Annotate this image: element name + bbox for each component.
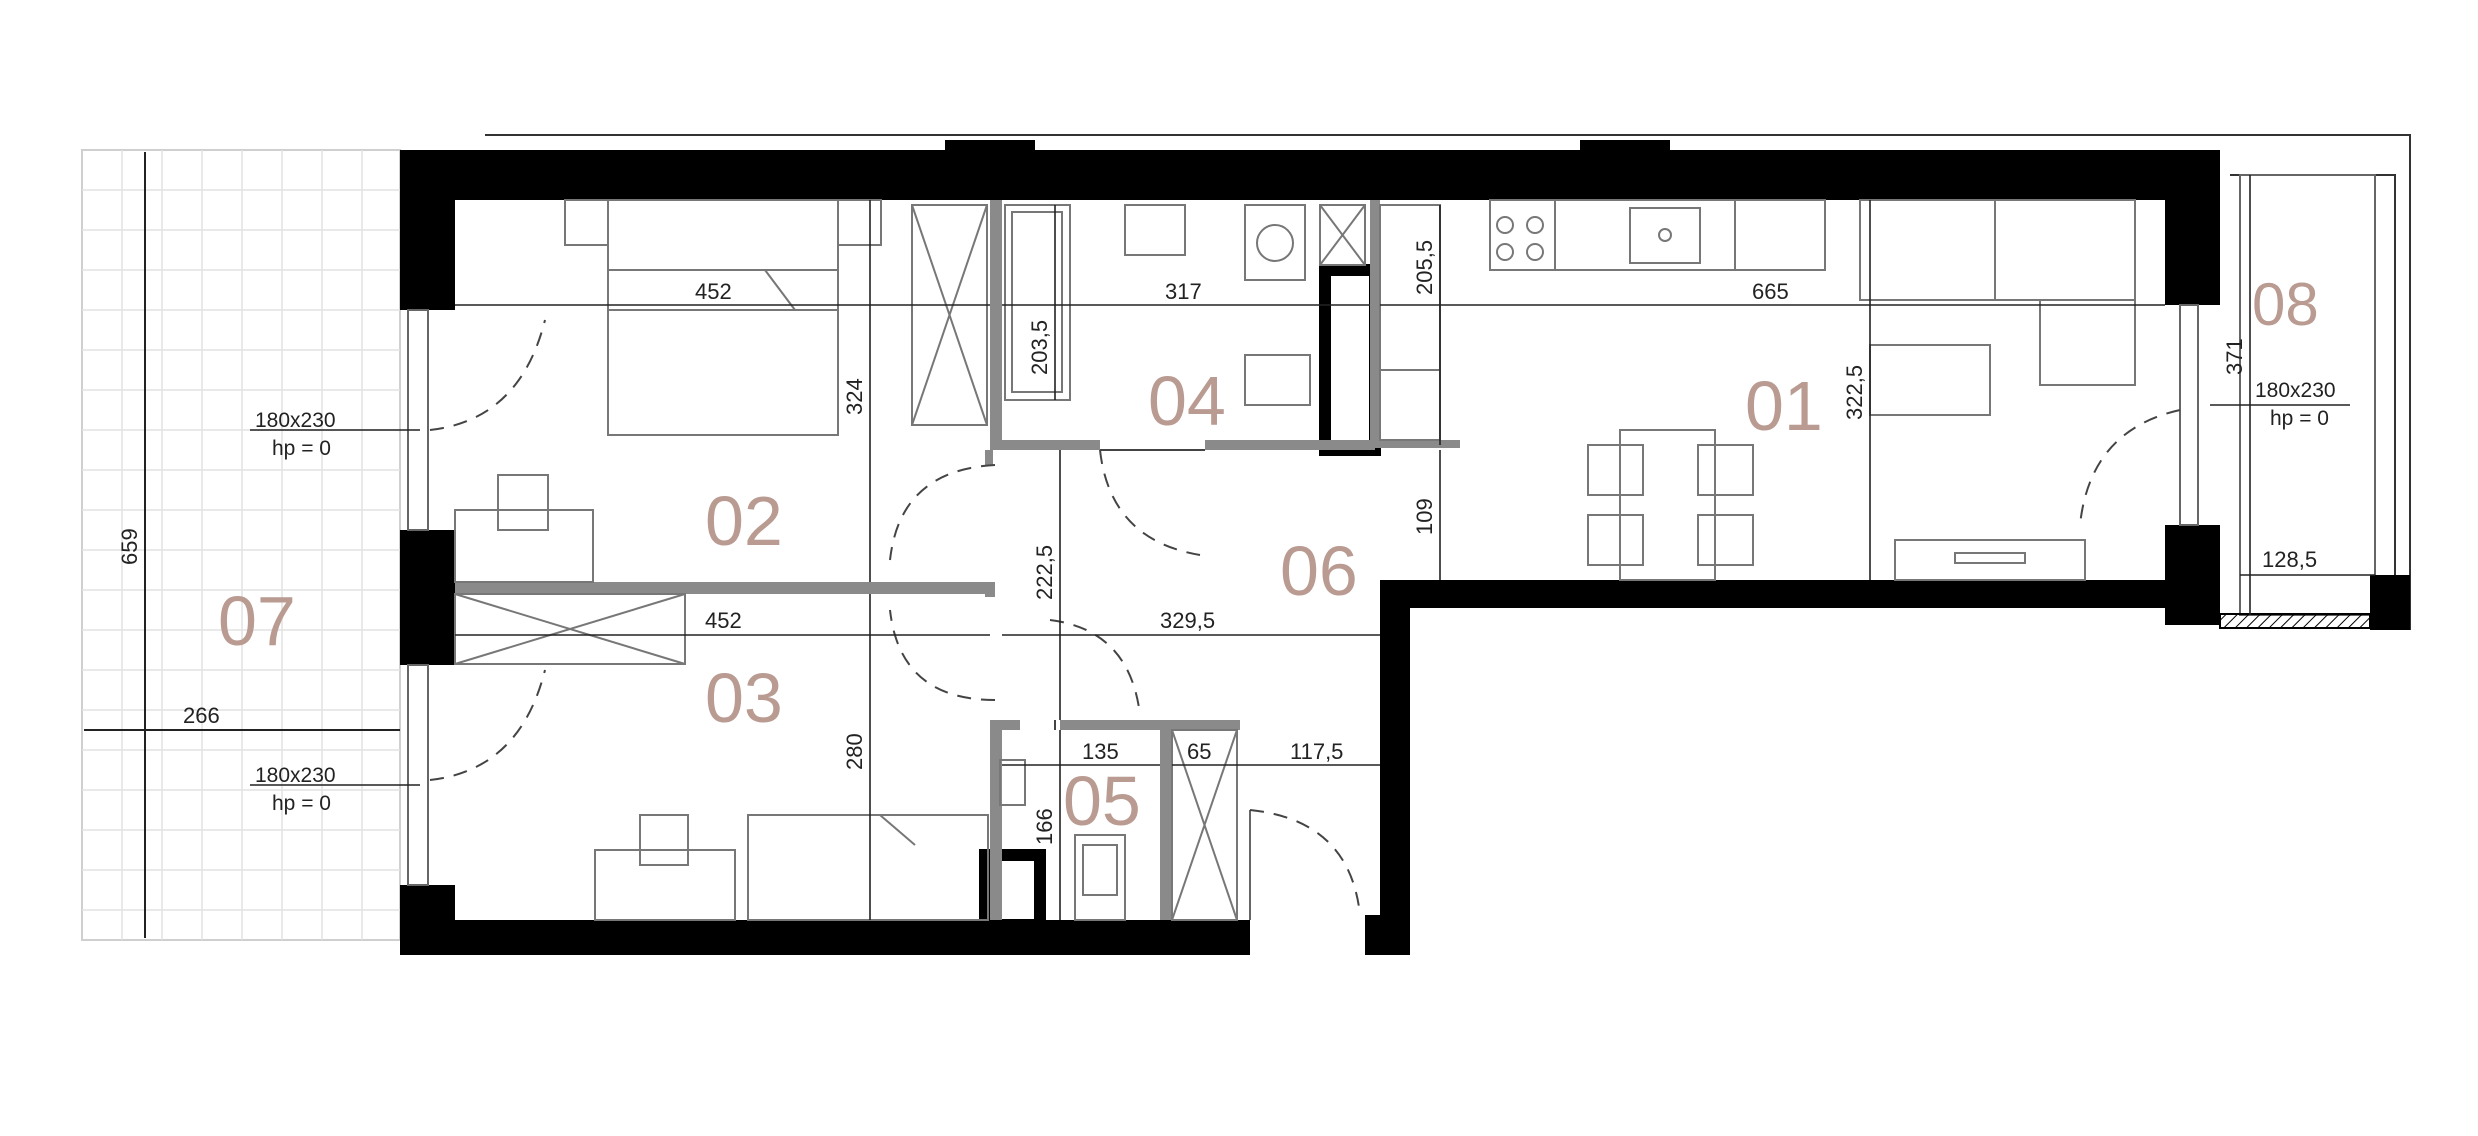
room-label-01: 01 — [1745, 367, 1823, 445]
room-label-03: 03 — [705, 659, 783, 737]
dimension-lines — [250, 175, 2375, 920]
dim-452-mid: 452 — [705, 608, 742, 633]
dim-329-5: 329,5 — [1160, 608, 1215, 633]
dim-135: 135 — [1082, 739, 1119, 764]
furniture — [454, 199, 2136, 921]
window-size-2: 180x230 — [255, 764, 336, 787]
dim-322-5: 322,5 — [1842, 365, 1867, 420]
dim-266: 266 — [183, 703, 220, 728]
dim-665: 665 — [1752, 279, 1789, 304]
doors — [429, 319, 2181, 781]
exterior-walls — [400, 140, 2220, 955]
dim-109: 109 — [1412, 498, 1437, 535]
room-label-08: 08 — [2252, 271, 2319, 338]
room-label-02: 02 — [705, 482, 783, 560]
window-hp-2: hp = 0 — [272, 792, 331, 815]
dim-117-5: 117,5 — [1290, 739, 1343, 764]
dim-280: 280 — [842, 733, 867, 770]
dim-128-5: 128,5 — [2262, 547, 2317, 572]
dim-659: 659 — [117, 528, 142, 565]
dim-65: 65 — [1187, 739, 1211, 764]
window-size-1: 180x230 — [255, 409, 336, 432]
windows — [407, 304, 2199, 886]
dim-317: 317 — [1165, 279, 1202, 304]
window-hp-1: hp = 0 — [272, 437, 331, 460]
room-label-07: 07 — [218, 582, 296, 660]
room-label-04: 04 — [1148, 362, 1226, 440]
balcony-08 — [2219, 174, 2410, 630]
room-label-05: 05 — [1063, 762, 1141, 840]
room-label-06: 06 — [1280, 532, 1358, 610]
door-leaves — [1054, 449, 1361, 920]
dim-452-top: 452 — [695, 279, 732, 304]
dim-203-5: 203,5 — [1027, 320, 1052, 375]
dim-324: 324 — [842, 378, 867, 415]
dim-371: 371 — [2222, 338, 2247, 375]
dim-205-5: 205,5 — [1412, 240, 1437, 295]
window-size-3: 180x230 — [2255, 379, 2336, 402]
window-hp-3: hp = 0 — [2270, 407, 2329, 430]
dim-166: 166 — [1032, 808, 1057, 845]
dim-222-5: 222,5 — [1032, 545, 1057, 600]
terrace-07 — [81, 149, 401, 941]
